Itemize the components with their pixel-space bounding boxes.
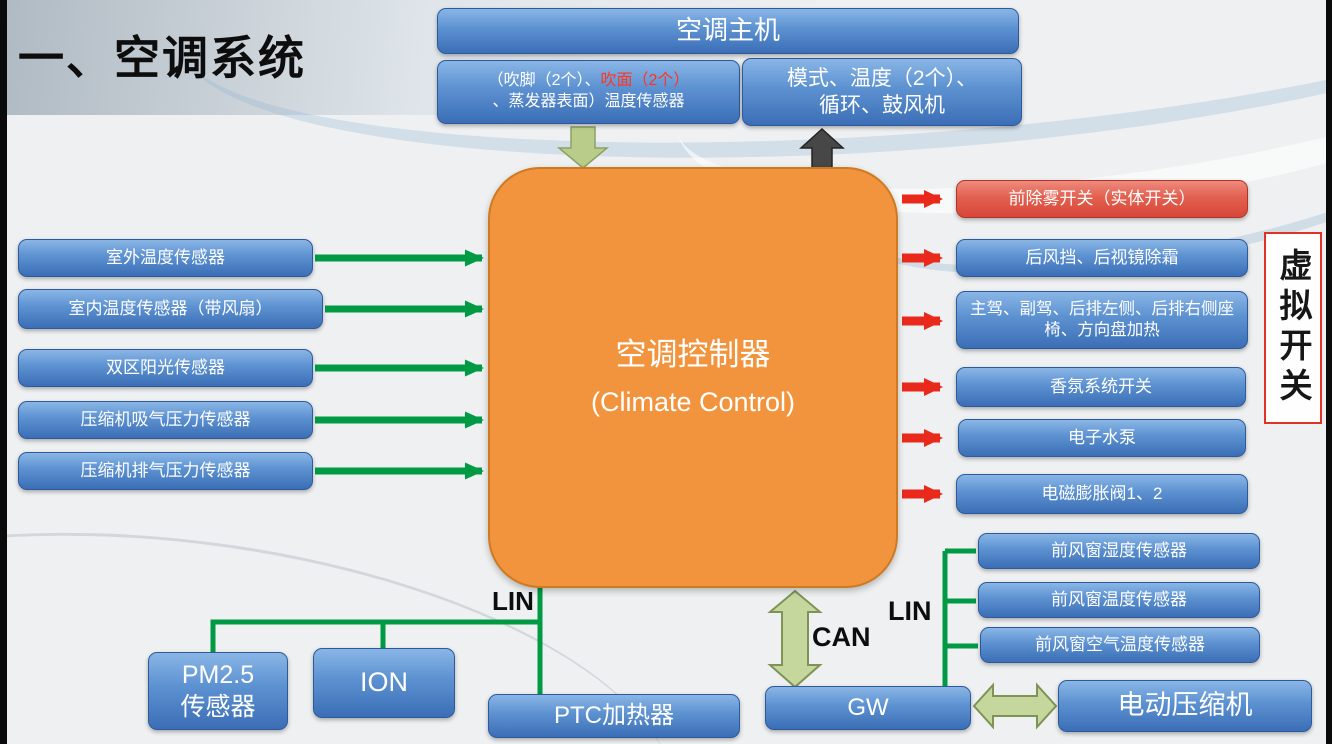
input-sensor-label: 压缩机排气压力传感器	[80, 460, 251, 480]
electric-compressor-label: 电动压缩机	[1117, 690, 1253, 721]
climate-controller-box: 空调控制器 (Climate Control)	[488, 167, 898, 588]
pm25-line1: PM2.5	[181, 660, 255, 689]
pm25-sensor-box: PM2.5 传感器	[148, 652, 288, 730]
controller-to-panel-arrow	[799, 127, 845, 169]
controller-title: 空调控制器	[615, 336, 771, 372]
lin-right-lines	[942, 548, 978, 688]
page-title: 一、空调系统	[18, 32, 306, 84]
input-arrows	[315, 249, 484, 480]
control-panel-line1: 模式、温度（2个）、	[786, 66, 978, 90]
input-sensor-label: 压缩机吸气压力传感器	[80, 409, 251, 429]
ptc-heater-label: PTC加热器	[554, 702, 674, 730]
output-arrows	[902, 190, 943, 503]
input-sensor-box: 室外温度传感器	[18, 239, 313, 277]
ac-main-unit-label: 空调主机	[675, 15, 780, 46]
gw-compressor-double-arrow	[972, 682, 1058, 730]
controller-subtitle: (Climate Control)	[590, 387, 796, 418]
control-panel-line2: 循环、鼓风机	[819, 94, 945, 117]
gw-box: GW	[765, 686, 971, 730]
output-box: 主驾、副驾、后排左侧、后排右侧座椅、方向盘加热	[956, 291, 1248, 349]
temp-sensor-line1: （吹脚（2个）、吹面（2个）	[488, 71, 690, 92]
electric-compressor-box: 电动压缩机	[1058, 680, 1312, 732]
input-sensor-label: 双区阳光传感器	[106, 357, 225, 377]
windshield-sensor-label: 前风窗湿度传感器	[1051, 540, 1187, 560]
control-panel-box: 模式、温度（2个）、 循环、鼓风机	[742, 58, 1022, 126]
output-box: 香氛系统开关	[956, 367, 1246, 407]
temp-sensor-line2: 、蒸发器表面）温度传感器	[492, 93, 685, 110]
temp-sensor-line1-white: （吹脚（2个）、	[487, 72, 601, 90]
output-box: 后风挡、后视镜除霜	[956, 239, 1248, 277]
temp-sensor-line1-red: 吹面（2个）	[600, 72, 690, 90]
windshield-sensor-label: 前风窗空气温度传感器	[1035, 634, 1205, 654]
temp-to-controller-arrow	[556, 126, 610, 169]
lin-right-label: LIN	[888, 596, 932, 626]
ac-main-unit-box: 空调主机	[437, 8, 1019, 54]
input-sensor-label: 室外温度传感器	[106, 247, 225, 267]
input-sensor-box: 室内温度传感器（带风扇）	[18, 289, 323, 329]
ion-box: ION	[313, 648, 455, 718]
defog-switch-box: 前除雾开关（实体开关）	[956, 180, 1248, 218]
output-label: 电磁膨胀阀1、2	[1041, 483, 1163, 503]
input-sensor-box: 压缩机吸气压力传感器	[18, 401, 313, 439]
output-box: 电磁膨胀阀1、2	[956, 474, 1248, 514]
output-label: 主驾、副驾、后排左侧、后排右侧座椅、方向盘加热	[970, 299, 1234, 339]
windshield-sensor-box: 前风窗温度传感器	[978, 582, 1260, 618]
windshield-sensor-label: 前风窗温度传感器	[1051, 589, 1187, 609]
windshield-sensor-box: 前风窗空气温度传感器	[980, 627, 1260, 663]
temp-sensor-group-box: （吹脚（2个）、吹面（2个） 、蒸发器表面）温度传感器	[437, 60, 740, 124]
pm25-line2: 传感器	[180, 693, 256, 721]
input-sensor-label: 室内温度传感器（带风扇）	[68, 298, 273, 318]
input-sensor-box: 压缩机排气压力传感器	[18, 452, 313, 490]
output-label: 香氛系统开关	[1050, 376, 1152, 396]
lin-left-label: LIN	[492, 586, 534, 616]
defog-switch-label: 前除雾开关（实体开关）	[1008, 188, 1196, 208]
left-black-edge	[0, 0, 7, 744]
virtual-switch-label: 虚拟开关	[1264, 232, 1322, 424]
windshield-sensor-box: 前风窗湿度传感器	[978, 533, 1260, 569]
output-label: 后风挡、后视镜除霜	[1025, 247, 1179, 267]
output-box: 电子水泵	[958, 419, 1246, 457]
input-sensor-box: 双区阳光传感器	[18, 349, 313, 387]
right-black-edge	[1326, 0, 1332, 744]
output-label: 电子水泵	[1068, 427, 1136, 447]
gw-label: GW	[847, 694, 889, 722]
ptc-heater-box: PTC加热器	[488, 694, 740, 738]
ion-label: ION	[359, 667, 408, 698]
lin-left-lines	[210, 586, 543, 696]
can-label: CAN	[812, 622, 871, 652]
